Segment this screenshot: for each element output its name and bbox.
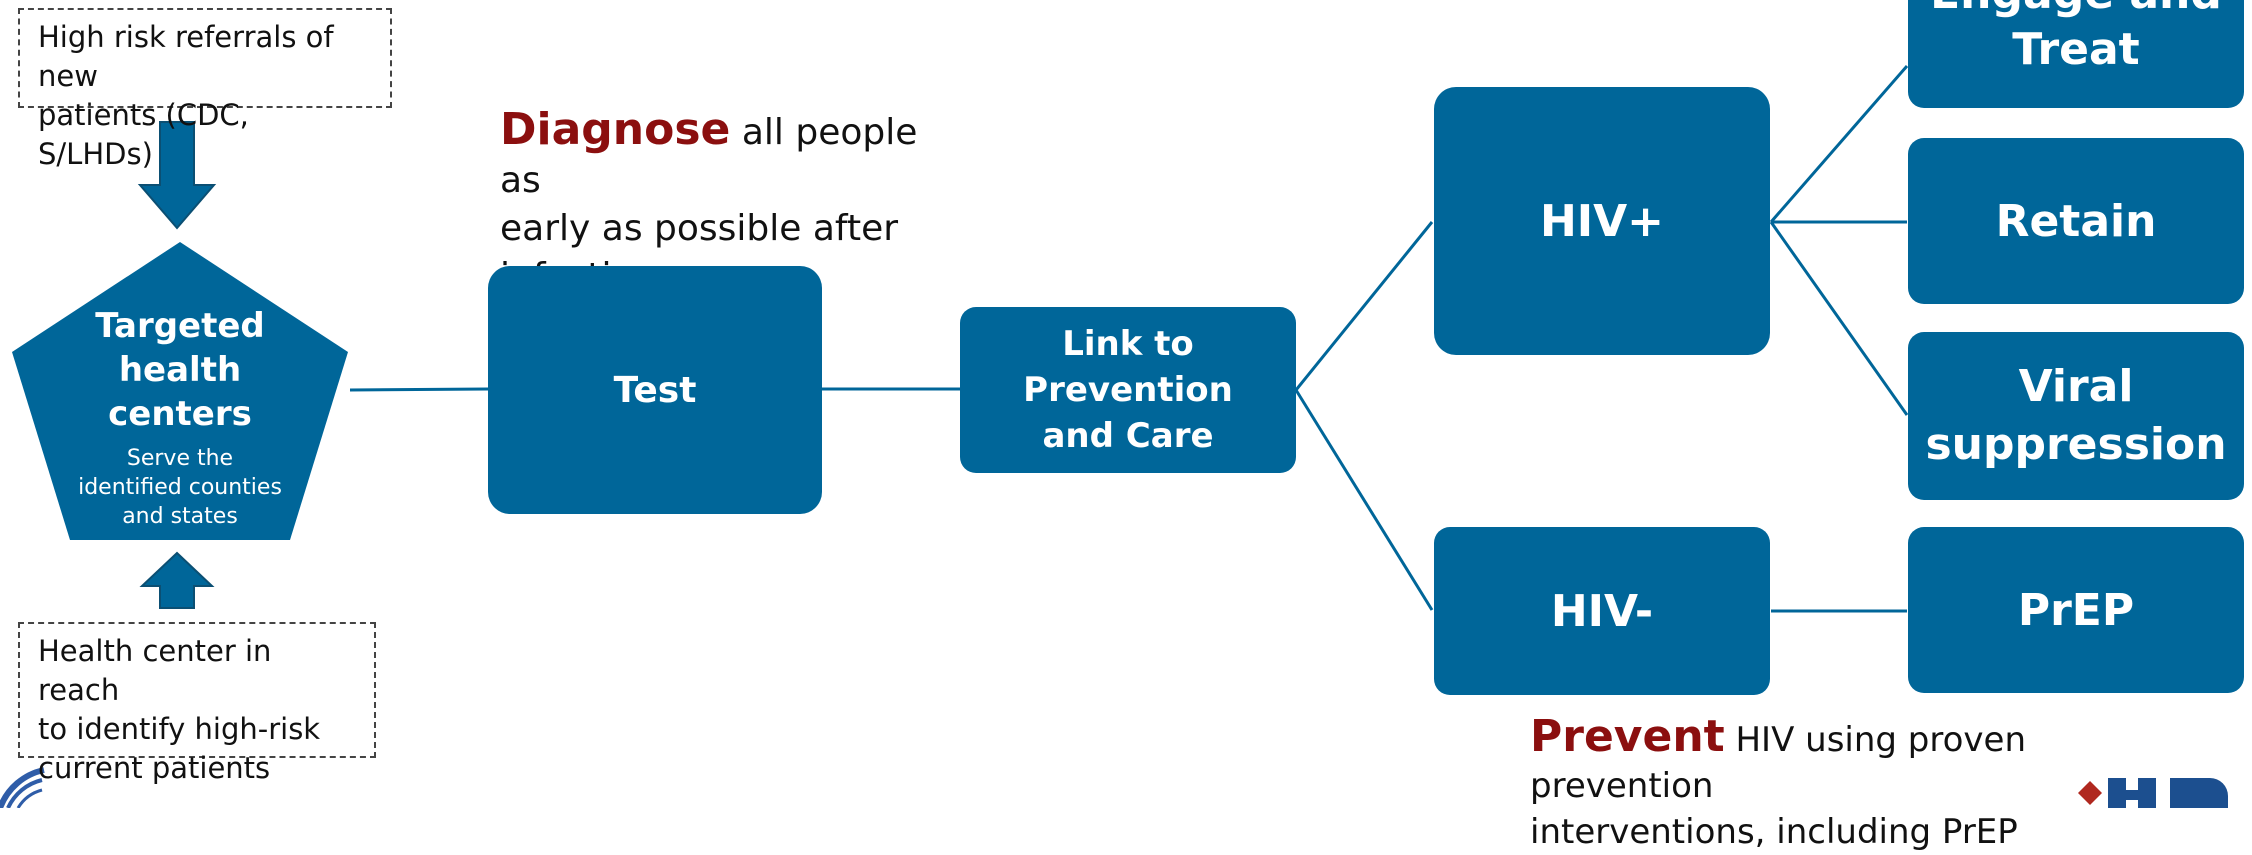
connector-link-hivneg xyxy=(1294,389,1434,611)
note-high-risk-referrals: High risk referrals of new patients (CDC… xyxy=(18,8,392,171)
prep-box: PrEP xyxy=(1908,527,2244,693)
hiv-negative-box: HIV- xyxy=(1434,527,1770,695)
viral-suppression-box: Viral suppression xyxy=(1908,332,2244,500)
prevent-rest-line1: HIV using proven prevention xyxy=(1530,720,2026,806)
prep-label: PrEP xyxy=(2017,584,2135,636)
pentagon-sub-line3: and states xyxy=(122,504,238,529)
pentagon-title-line2: health xyxy=(118,350,242,390)
pentagon-sub-line1: Serve the xyxy=(126,446,234,471)
test-box: Test xyxy=(488,266,822,514)
hiv-positive-label: HIV+ xyxy=(1539,195,1665,247)
note-health-center-in-reach: Health center in reach to identify high-… xyxy=(18,622,376,785)
note-bottom-line2: to identify high-risk xyxy=(38,712,321,746)
connector-pentagon-test xyxy=(349,387,489,392)
arrow-up-icon xyxy=(139,551,215,609)
retain-label: Retain xyxy=(1995,195,2157,247)
diagnose-rest-line1: all people as xyxy=(500,112,918,201)
diagnose-keyword: Diagnose xyxy=(500,104,731,155)
pentagon-label: Targeted health centers Serve the identi… xyxy=(30,304,330,531)
arrow-down-icon xyxy=(137,121,217,230)
note-top-line1: High risk referrals of new xyxy=(38,20,334,93)
connector-link-hivpos xyxy=(1294,221,1434,391)
pentagon-title-line1: Targeted xyxy=(95,306,265,346)
hrsa-logo xyxy=(2078,778,2228,808)
link-label-line1: Link to Prevention xyxy=(1023,324,1233,410)
prevent-callout: Prevent HIV using proven prevention inte… xyxy=(1530,714,2130,855)
hiv-positive-box: HIV+ xyxy=(1434,87,1770,355)
engage-label-line2: Treat xyxy=(2012,24,2140,75)
pentagon-title-line3: centers xyxy=(108,394,252,434)
link-to-prevention-box: Link to Prevention and Care xyxy=(960,307,1296,473)
targeted-health-centers-pentagon xyxy=(12,242,348,540)
hhs-seal-logo xyxy=(0,767,45,808)
prevent-rest-line2: interventions, including PrEP xyxy=(1530,812,2018,852)
diagram-connectors xyxy=(0,65,2228,808)
test-label: Test xyxy=(613,369,697,411)
pentagon-sub-line2: identified counties xyxy=(78,475,282,500)
connector-hivpos-viral xyxy=(1769,221,1909,416)
viral-label-line1: Viral xyxy=(2018,361,2134,412)
engage-label-line1: Engage and xyxy=(1930,0,2222,22)
diagnose-rest-line2: early as possible after xyxy=(500,208,899,249)
connector-hivpos-engage xyxy=(1769,65,1909,223)
retain-box: Retain xyxy=(1908,138,2244,304)
engage-and-treat-box: Engage and Treat xyxy=(1908,0,2244,108)
note-top-line2: patients (CDC, S/LHDs) xyxy=(38,98,249,171)
note-bottom-line1: Health center in reach xyxy=(38,634,272,707)
note-bottom-line3: current patients xyxy=(38,751,271,785)
prevent-keyword: Prevent xyxy=(1530,711,1725,762)
viral-label-line2: suppression xyxy=(1925,419,2227,470)
link-label-line2: and Care xyxy=(1042,416,1214,456)
hiv-negative-label: HIV- xyxy=(1550,585,1654,637)
